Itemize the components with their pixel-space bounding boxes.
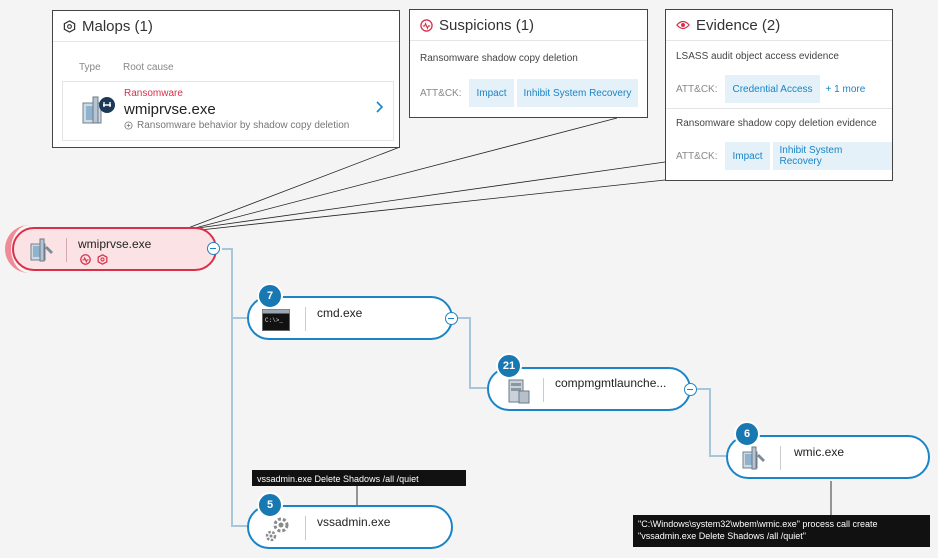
malop-hexagon-icon [63,19,76,33]
divider [666,108,892,109]
node-compmgmtlauncher[interactable]: compmgmtlaunche... [487,367,691,411]
tag-impact[interactable]: Impact [469,79,514,107]
node-cmd[interactable]: C:\>_ cmd.exe [247,296,453,340]
malop-item[interactable]: Ransomware wmiprvse.exe Ransomware behav… [62,81,394,141]
evidence-name-1: LSASS audit object access evidence [676,51,839,62]
evidence-card: Evidence (2) LSASS audit object access e… [665,9,893,181]
malop-description: Ransomware behavior by shadow copy delet… [137,120,350,131]
console-icon: C:\>_ [262,309,290,336]
node-wmic[interactable]: wmic.exe [726,435,930,479]
node-compmgmt-count-badge: 21 [496,353,522,379]
node-cmd-label: cmd.exe [317,306,363,320]
malops-header: Malops (1) [53,11,399,42]
attck-label: ATT&CK: [676,150,718,162]
node-vssadmin-count-badge: 5 [257,492,283,518]
malop-hexagon-icon [97,252,108,270]
suspicion-name: Ransomware shadow copy deletion [420,53,578,64]
suspicions-header: Suspicions (1) [410,10,647,41]
node-vssadmin[interactable]: vssadmin.exe [247,505,453,549]
evidence-header: Evidence (2) [666,10,892,41]
node-cmd-count-badge: 7 [257,283,283,309]
root-node-wmiprvse[interactable]: wmiprvse.exe [12,227,217,271]
tag-inhibit-system-recovery[interactable]: Inhibit System Recovery [516,79,639,107]
wmic-command-line-1: "C:\Windows\system32\wbem\wmic.exe" proc… [638,519,878,529]
suspicion-pulse-icon [80,252,91,270]
node-compmgmt-label: compmgmtlaunche... [555,376,667,390]
evidence-title: Evidence (2) [696,16,781,34]
malops-title: Malops (1) [82,17,153,35]
svg-text:C:\>_: C:\>_ [265,317,283,324]
behavior-icon [124,121,133,130]
chevron-right-icon[interactable] [375,100,384,118]
node-wmic-count-badge: 6 [734,421,760,447]
node-wmic-label: wmic.exe [794,445,845,459]
attck-label: ATT&CK: [676,83,718,95]
root-node-label: wmiprvse.exe [78,237,152,251]
wmic-command-line-2: "vssadmin.exe Delete Shadows /all /quiet… [638,531,806,541]
suspicions-card: Suspicions (1) Ransomware shadow copy de… [409,9,648,118]
collapse-root-button[interactable] [207,242,220,255]
gears-icon [263,514,293,549]
process-icon [740,444,768,477]
malops-col-type: Type [79,62,101,73]
collapse-cmd-button[interactable] [445,312,458,325]
root-node-glow [5,225,227,273]
vssadmin-command-tooltip: vssadmin.exe Delete Shadows /all /quiet [252,470,466,486]
suspicions-title: Suspicions (1) [439,16,535,34]
malops-col-root-cause: Root cause [123,62,174,73]
malop-category: Ransomware [124,88,183,99]
computer-management-icon [505,377,531,410]
node-vssadmin-label: vssadmin.exe [317,515,391,529]
tag-inhibit-system-recovery[interactable]: Inhibit System Recovery [772,142,892,170]
process-icon [79,93,119,134]
evidence-name-2: Ransomware shadow copy deletion evidence [676,118,877,129]
tag-credential-access[interactable]: Credential Access [725,75,820,103]
tag-impact[interactable]: Impact [725,142,770,170]
collapse-compmgmt-button[interactable] [684,383,697,396]
eye-icon [676,19,690,31]
suspicion-pulse-icon [420,18,433,32]
attck-label: ATT&CK: [420,87,462,99]
wmic-command-tooltip: "C:\Windows\system32\wbem\wmic.exe" proc… [633,515,930,547]
process-icon [28,236,56,269]
more-tags-link[interactable]: + 1 more [825,83,866,95]
malops-card: Malops (1) Type Root cause Ransomware wm… [52,10,400,148]
malop-process-name: wmiprvse.exe [124,101,216,118]
